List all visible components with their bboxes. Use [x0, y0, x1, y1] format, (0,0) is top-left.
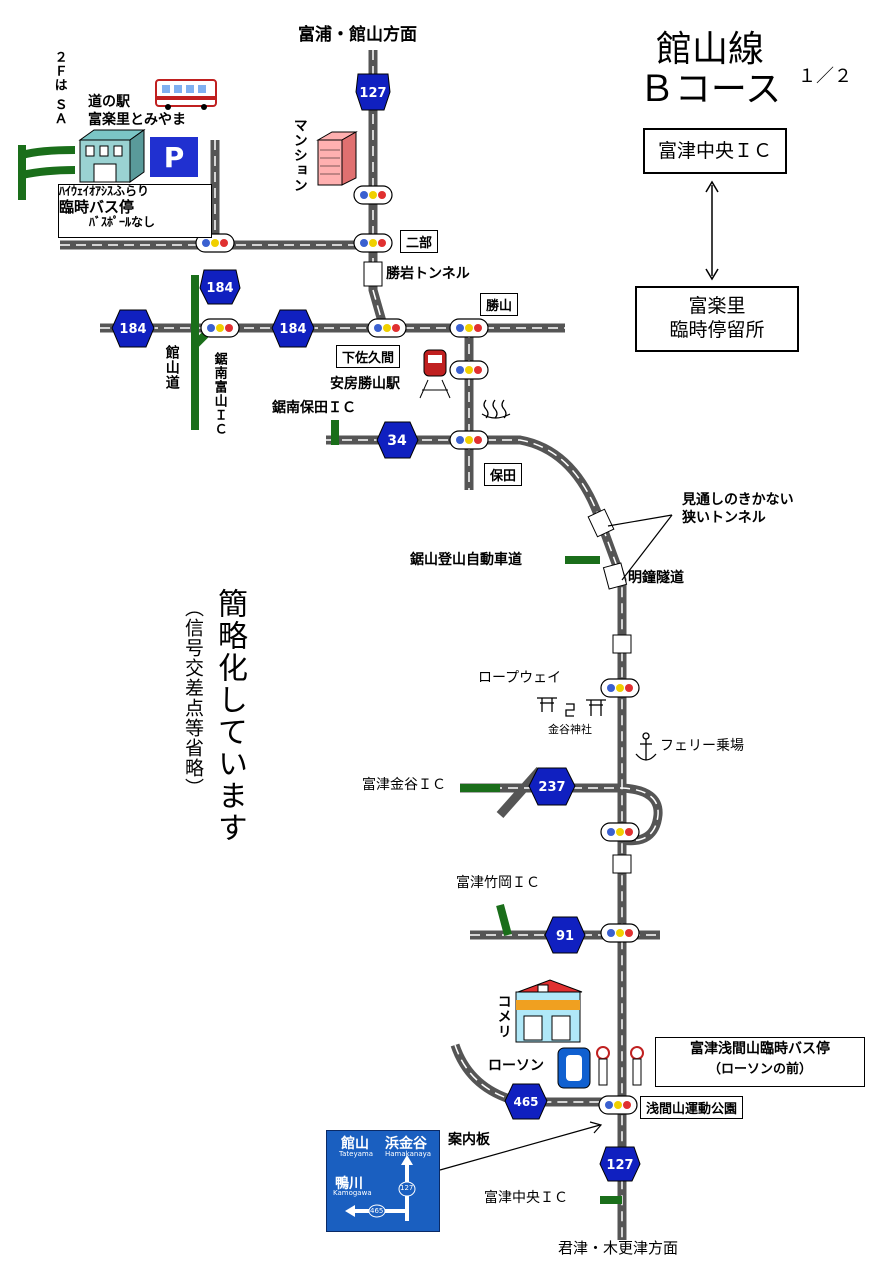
- ropeway-label: ロープウェイ: [478, 670, 562, 686]
- route-34-shield: 34: [376, 421, 419, 459]
- r91-text: 91: [556, 929, 574, 944]
- route-end-line-2: 臨時停留所: [669, 319, 765, 341]
- komeri-label: コメリ: [495, 994, 512, 1039]
- tateyama-road-label: 館山道: [163, 345, 180, 390]
- futtsu-chuo-ic-label: 富津中央ＩＣ: [484, 1190, 568, 1206]
- futtsu-kanaya-ic-label: 富津金谷ＩＣ: [362, 777, 446, 793]
- sengenyama-stop-label: 富津浅間山臨時バス停: [690, 1041, 830, 1057]
- sengenyama-stop-box: 富津浅間山臨時バス停 （ローソンの前）: [655, 1037, 865, 1087]
- r184-a-text: 184: [206, 281, 233, 296]
- katsuiwa-tunnel-label: 勝岩トンネル: [386, 266, 470, 282]
- lawson-icon: [557, 1047, 591, 1089]
- lawson-label: ローソン: [488, 1058, 544, 1074]
- route-arrow: [705, 180, 719, 281]
- simplified-note-sub: （信号交差点等省略）: [182, 598, 204, 798]
- sign-kamogawa: 鴨川: [335, 1176, 363, 1192]
- onsen-icon: [481, 399, 511, 419]
- temp-stop-label: 臨時バス停: [59, 197, 135, 216]
- route-237-shield: 237: [528, 767, 576, 806]
- shimosakuma-label: 下佐久間: [336, 345, 401, 368]
- title-line-2: Ｂコース: [638, 69, 782, 110]
- sign-arrows: [345, 1155, 416, 1221]
- sign-kamogawa-en: Kamogawa: [333, 1189, 372, 1197]
- r184-b-text: 184: [119, 322, 146, 337]
- bus-icon: [155, 79, 217, 110]
- sign-tateyama-en: Tateyama: [339, 1150, 373, 1158]
- parking-icon: P: [150, 137, 198, 177]
- no-pole-label: ﾊﾞｽﾎﾟｰﾙなし: [89, 215, 156, 230]
- r127-south-text: 127: [606, 1158, 633, 1173]
- highway-oasis-label: ﾊｲｳｪｲｵｱｼｽふらり: [59, 184, 150, 198]
- simplified-note: 簡略化しています: [212, 588, 247, 844]
- page-number: １／２: [798, 66, 852, 87]
- kyonan-hota-ic-label: 鋸南保田ＩＣ: [272, 400, 356, 416]
- sign-r127: 127: [400, 1184, 414, 1192]
- route-shields: 127 184 184 184 34 237 91 465: [111, 73, 641, 1182]
- page-title: 館山線 Ｂコース: [620, 30, 800, 110]
- hota-label: 保田: [484, 463, 523, 486]
- narrow-tunnel-label-2: 狭いトンネル: [682, 510, 766, 526]
- bus-stop-pole-icon: [596, 1046, 644, 1086]
- anchor-icon: [635, 732, 657, 761]
- route-start-box: 富津中央ＩＣ: [643, 128, 787, 174]
- myosho-tunnel-label: 明鐘隧道: [628, 570, 684, 586]
- route-end-line-1: 富楽里: [688, 295, 746, 317]
- route-184-shield-b: 184: [111, 309, 155, 348]
- route-start-label: 富津中央ＩＣ: [657, 140, 772, 162]
- r237-text: 237: [538, 780, 565, 795]
- guide-sign-label: 案内板: [448, 1132, 490, 1148]
- road-network: [18, 50, 663, 1240]
- route-127-north-shield: 127: [355, 73, 391, 111]
- awakatsuyama-station-label: 安房勝山駅: [330, 376, 400, 392]
- train-icon: [419, 349, 451, 399]
- michinoeki-name-label: 富楽里とみやま: [88, 112, 186, 128]
- sign-tateyama: 館山: [341, 1136, 369, 1152]
- svg-text:P: P: [164, 141, 185, 174]
- shrine-icon: [537, 697, 606, 717]
- route-465-shield: 465: [504, 1083, 548, 1120]
- guide-sign-image: 館山 Tateyama 浜金谷 Hamakanaya 鴨川 Kamogawa 1…: [326, 1130, 440, 1232]
- michinoeki-label: 道の駅: [88, 94, 130, 110]
- north-direction-label: 富浦・館山方面: [298, 25, 417, 45]
- r34-text: 34: [387, 433, 407, 449]
- route-127-south-shield: 127: [599, 1146, 641, 1182]
- r184-c-text: 184: [279, 322, 306, 337]
- sign-hamakanaya-en: Hamakanaya: [385, 1150, 432, 1158]
- michinoeki-building-icon: [78, 129, 146, 183]
- r465-text: 465: [513, 1095, 538, 1109]
- komeri-building-icon: [515, 979, 583, 1043]
- nibu-label: 二部: [400, 230, 439, 253]
- sign-r465: 465: [370, 1207, 384, 1215]
- route-184-shield-c: 184: [271, 309, 315, 348]
- sengenyama-park-label: 浅間山運動公園: [640, 1096, 744, 1119]
- nokogiri-toll-road-label: 鋸山登山自動車道: [410, 552, 522, 568]
- kyonan-tomiyama-ic-label: 鋸南富山ＩＣ: [211, 352, 227, 436]
- mansion-building-icon: [316, 131, 358, 186]
- narrow-tunnel-label-1: 見通しのきかない: [682, 492, 794, 508]
- route-91-shield: 91: [544, 916, 586, 954]
- ferry-label: フェリー乗場: [660, 738, 744, 754]
- route-end-box: 富楽里 臨時停留所: [635, 286, 799, 352]
- kanaya-shrine-label: 金谷神社: [548, 723, 592, 736]
- highway-oasis-box: ﾊｲｳｪｲｵｱｼｽふらり 臨時バス停 ﾊﾞｽﾎﾟｰﾙなし: [58, 184, 212, 238]
- title-line-1: 館山線: [655, 29, 764, 70]
- sengenyama-stop-note: （ローソンの前）: [707, 1062, 812, 1077]
- south-direction-label: 君津・木更津方面: [558, 1239, 679, 1257]
- r127-north-text: 127: [359, 86, 386, 101]
- sign-hamakanaya: 浜金谷: [385, 1136, 427, 1152]
- sa-floor-label: ２Ｆは ＳＡ: [51, 50, 67, 126]
- mansion-label: マンション: [291, 118, 308, 193]
- route-184-shield-a: 184: [199, 269, 241, 305]
- katsuyama-label: 勝山: [480, 293, 519, 316]
- futtsu-takeoka-ic-label: 富津竹岡ＩＣ: [456, 875, 540, 891]
